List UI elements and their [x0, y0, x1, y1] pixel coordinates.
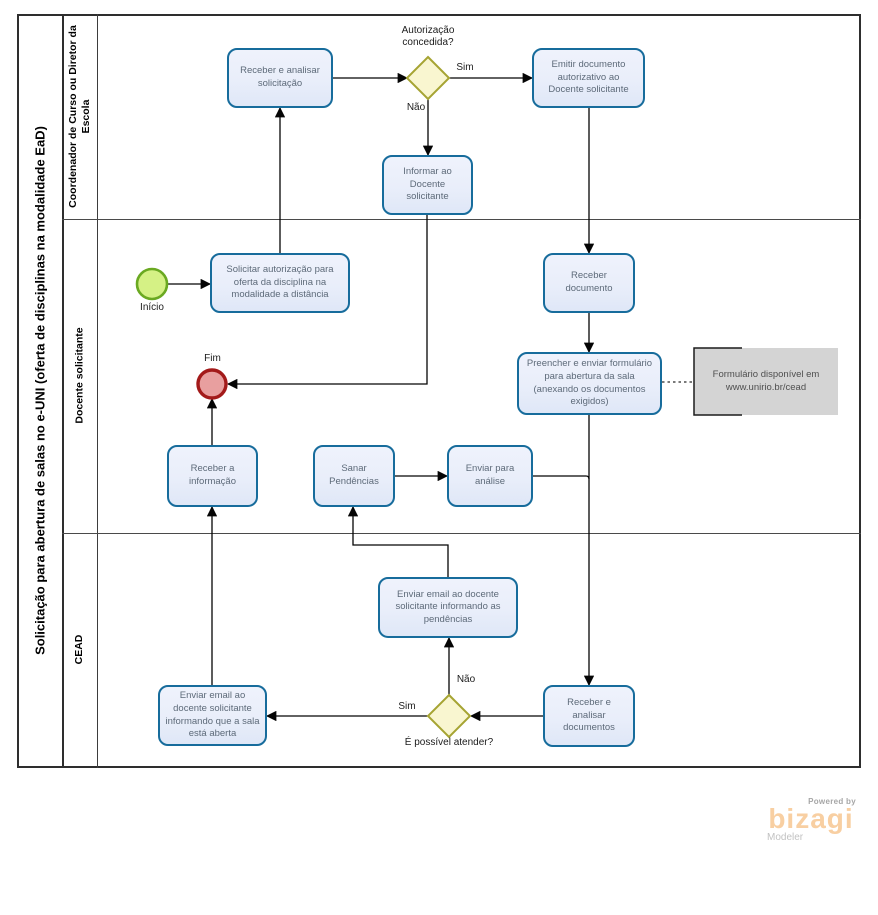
task-enviar-para-analise[interactable]: Enviar para análise — [447, 445, 533, 507]
task-receber-documento[interactable]: Receber documento — [543, 253, 635, 313]
annotation-bracket — [693, 347, 742, 416]
start-event-label: Início — [140, 302, 164, 313]
flow-label-nao-2: Não — [456, 674, 476, 685]
annotation-formulario[interactable]: Formulário disponível em www.unirio.br/c… — [694, 348, 838, 415]
flow-informar-to-fim — [226, 215, 428, 390]
task-receber-informacao[interactable]: Receber a informação — [167, 445, 258, 507]
bizagi-logo-text: bizagi — [768, 803, 854, 834]
start-event[interactable] — [135, 267, 169, 301]
task-email-sala-aberta[interactable]: Enviar email ao docente solicitante info… — [158, 685, 267, 746]
task-emitir-documento[interactable]: Emitir documento autorizativo ao Docente… — [532, 48, 645, 108]
flow-label-sim-1: Sim — [456, 62, 474, 73]
process-pool — [17, 14, 861, 768]
flow-label-sim-2: Sim — [398, 701, 416, 712]
pool-title-divider — [62, 14, 64, 768]
gateway-autorizacao-label: Autorização concedida? — [401, 25, 455, 48]
gateway-atender-label: É possível atender? — [404, 737, 494, 748]
flow-label-nao-1: Não — [406, 102, 426, 113]
task-receber-analisar-solicitacao[interactable]: Receber e analisar solicitação — [227, 48, 333, 108]
task-receber-analisar-documentos[interactable]: Receber e analisar documentos — [543, 685, 635, 747]
task-informar-docente[interactable]: Informar ao Docente solicitante — [382, 155, 473, 215]
task-preencher-formulario[interactable]: Preencher e enviar formulário para abert… — [517, 352, 662, 415]
task-sanar-pendencias[interactable]: Sanar Pendências — [313, 445, 395, 507]
end-event-label: Fim — [204, 353, 221, 364]
modeler-label: Modeler — [767, 831, 804, 843]
flow-enviar-analise-join — [533, 475, 590, 480]
lane-divider — [62, 533, 861, 534]
gateway-possivel-atender[interactable] — [426, 693, 472, 739]
task-solicitar-autorizacao[interactable]: Solicitar autorização para oferta da dis… — [210, 253, 350, 313]
lane-divider — [62, 219, 861, 220]
powered-by-label: Powered by — [808, 797, 856, 806]
lane-label-column-divider — [97, 14, 98, 768]
bizagi-watermark: Powered by bizagi Modeler — [763, 797, 859, 843]
flow-email-pendencias-to-sanar — [347, 505, 449, 577]
end-event[interactable] — [196, 368, 228, 400]
task-email-pendencias[interactable]: Enviar email ao docente solicitante info… — [378, 577, 518, 638]
gateway-autorizacao-concedida[interactable] — [405, 55, 451, 101]
